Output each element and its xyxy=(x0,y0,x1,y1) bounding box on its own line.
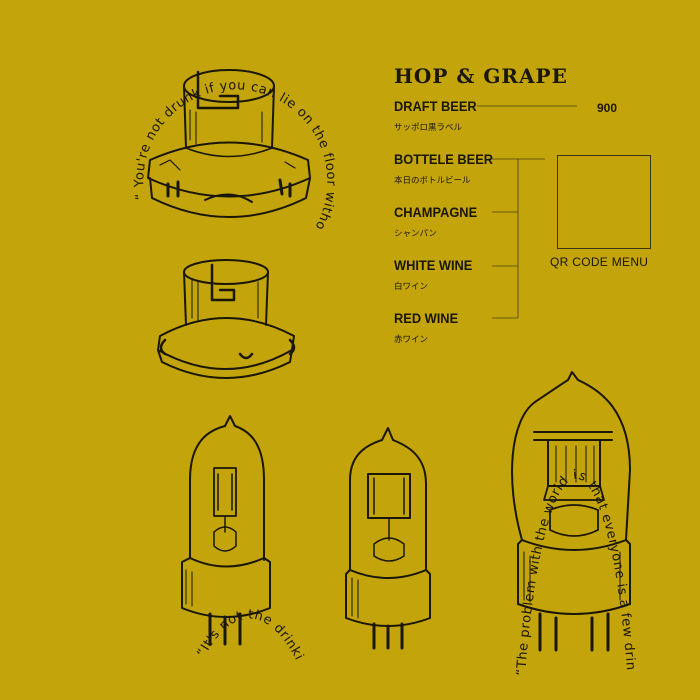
menu-item-champagne: CHAMPAGNE xyxy=(394,205,478,220)
quote-john-selden: “It's not the drinking to be blamed, but… xyxy=(0,0,306,663)
menu-item-white-wine: WHITE WINE xyxy=(394,258,473,273)
quote-dean-martin: “ You're not drunk if you can lie on the… xyxy=(0,0,338,233)
qr-code-label: QR CODE MENU xyxy=(550,255,649,269)
menu-item-red-wine-sub: 赤ワイン xyxy=(394,335,429,345)
menu-item-draft-beer: DRAFT BEER xyxy=(394,99,477,114)
lamp-socket-large-icon xyxy=(147,69,311,218)
draft-beer-price: 900 xyxy=(597,101,618,115)
menu-item-champagne-sub: シャンパン xyxy=(394,229,437,239)
menu-item-draft-beer-sub: サッポロ黒ラベル xyxy=(394,123,463,133)
lamp-socket-small-icon xyxy=(157,259,296,379)
menu-connector-lines xyxy=(477,105,577,319)
menu-item-red-wine: RED WINE xyxy=(394,311,459,326)
menu-item-white-wine-sub: 白ワイン xyxy=(394,282,429,292)
menu-item-bottle-beer-sub: 本日のボトルビール xyxy=(394,176,471,186)
vacuum-tube-right-icon xyxy=(511,371,631,652)
vacuum-tube-middle-icon xyxy=(345,427,431,650)
quote-humphrey-bogart: “The problem with the world is that ever… xyxy=(0,0,637,676)
vacuum-tube-left-icon xyxy=(181,415,271,646)
menu-title: HOP & GRAPE xyxy=(394,64,568,88)
qr-code-placeholder[interactable] xyxy=(557,155,651,249)
menu-item-bottle-beer: BOTTELE BEER xyxy=(394,152,494,167)
